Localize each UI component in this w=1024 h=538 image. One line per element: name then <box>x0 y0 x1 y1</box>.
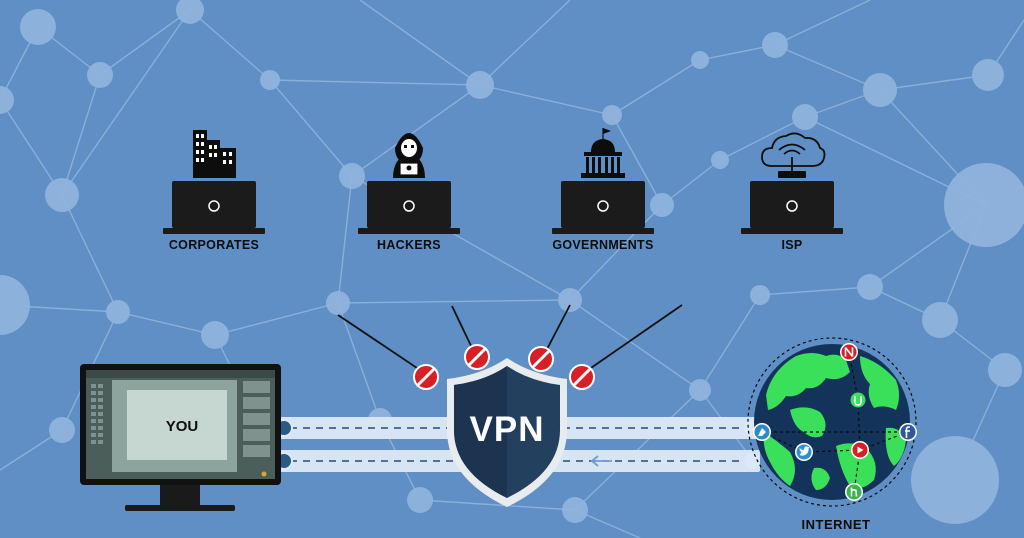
buildings-icon <box>193 130 236 178</box>
laptop-base <box>741 228 843 234</box>
vpn-label: VPN <box>470 410 545 449</box>
youtube-icon <box>851 441 869 459</box>
hacker-icon <box>393 133 425 178</box>
laptop-base <box>163 228 265 234</box>
netflix-icon <box>840 343 858 361</box>
arrow-left-icon <box>590 455 612 467</box>
user-label: YOU <box>166 418 199 435</box>
vpn-shield: VPN <box>447 358 567 507</box>
user-computer: YOU <box>80 364 281 511</box>
threat-isp: ISP <box>741 132 843 252</box>
cloud-router-icon <box>761 132 826 178</box>
threat-corporates: CORPORATES <box>163 130 265 252</box>
internet-label: INTERNET <box>802 517 871 532</box>
block-sign-icon <box>413 364 439 390</box>
laptop-base <box>552 228 654 234</box>
threat-label: HACKERS <box>377 238 441 252</box>
threat-label: GOVERNMENTS <box>552 238 653 252</box>
utorrent-icon <box>849 391 867 409</box>
monitor-stand <box>160 485 200 505</box>
laptop-base <box>358 228 460 234</box>
twitter-icon <box>795 443 813 461</box>
threat-governments: GOVERNMENTS <box>552 128 654 252</box>
facebook-icon <box>899 423 917 441</box>
kodi-icon <box>753 423 771 441</box>
block-sign-icon <box>569 364 595 390</box>
network-nodes <box>0 0 1024 524</box>
laptop-screen <box>750 181 834 228</box>
block-sign-icon <box>464 344 490 370</box>
laptop-screen <box>367 181 451 228</box>
globe-land <box>763 353 906 490</box>
block-sign-icon <box>528 346 554 372</box>
internet-globe: INTERNET <box>747 337 917 532</box>
screen-window <box>127 390 227 460</box>
laptop-screen <box>561 181 645 228</box>
blocked-connections <box>337 304 683 371</box>
threat-label: CORPORATES <box>169 238 259 252</box>
government-building-icon <box>581 128 625 178</box>
threat-label: ISP <box>781 238 802 252</box>
laptop-screen <box>172 181 256 228</box>
monitor-foot <box>125 505 235 511</box>
threat-hackers: HACKERS <box>358 133 460 252</box>
hulu-icon <box>845 483 863 501</box>
tunnel-endpoint <box>744 453 760 469</box>
